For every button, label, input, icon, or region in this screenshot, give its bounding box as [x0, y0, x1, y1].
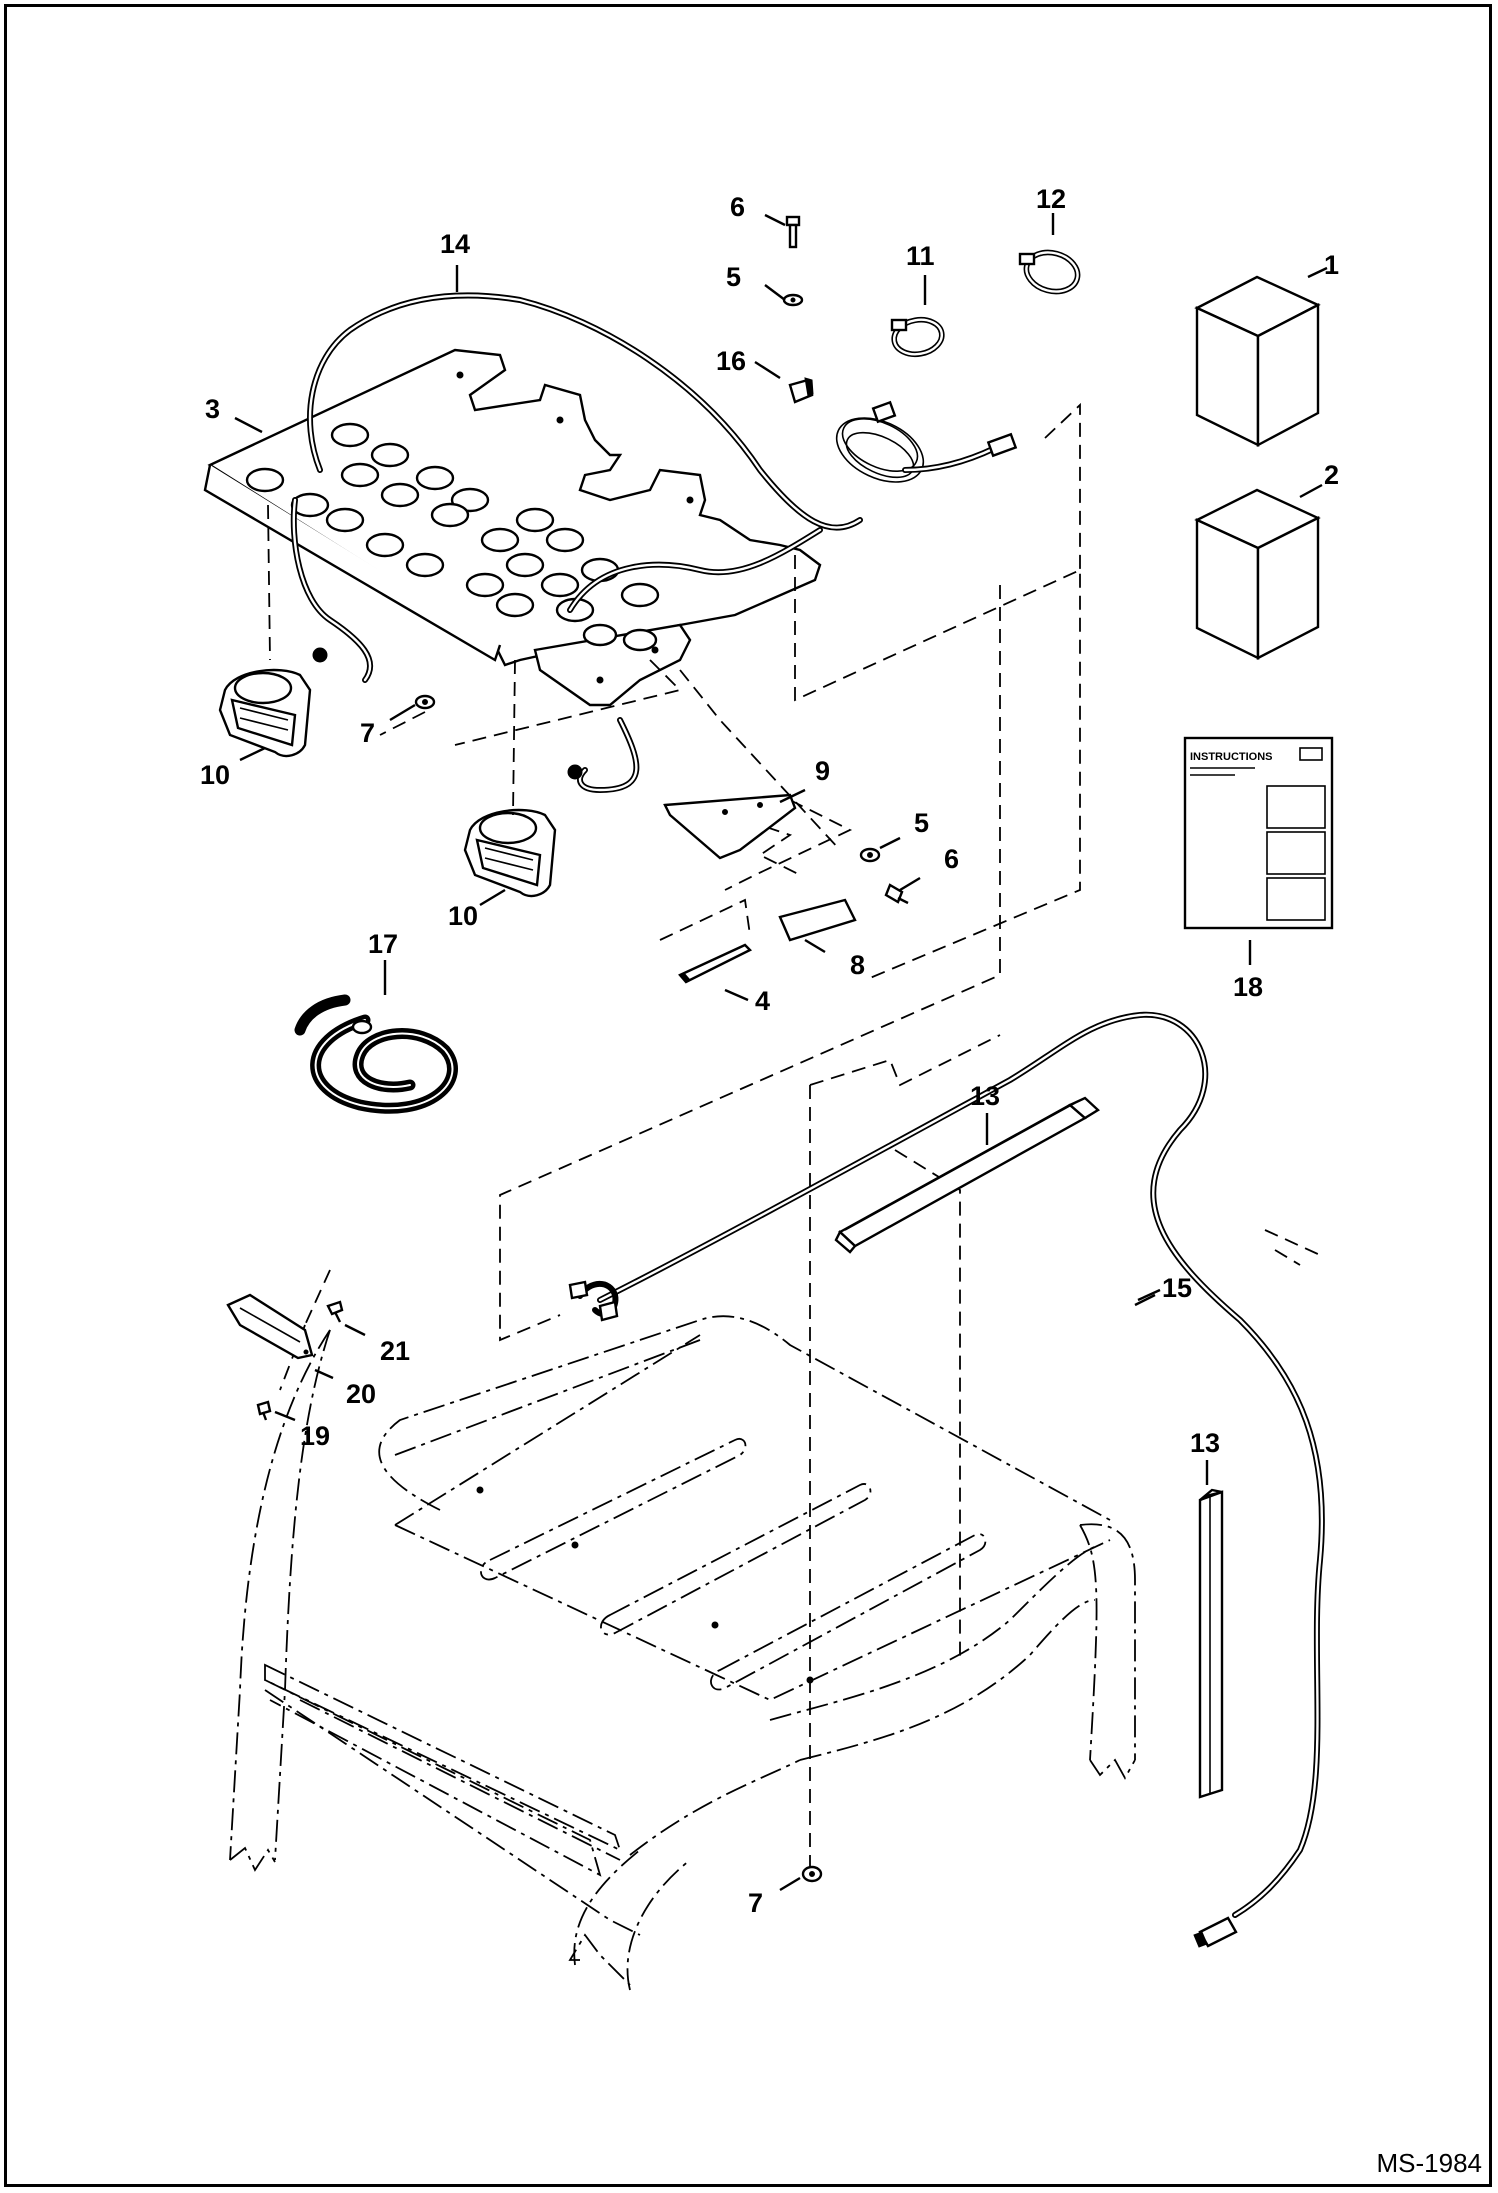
callout-18: 18: [1233, 972, 1263, 1002]
washer-5-right: [859, 847, 881, 863]
callout-6-right: 6: [944, 844, 959, 874]
callout-13-top: 13: [970, 1081, 1000, 1111]
work-light-10-left: [218, 647, 328, 758]
edge-trim-coil-17: [294, 994, 458, 1114]
callout-16: 16: [716, 346, 746, 376]
callout-5-top: 5: [726, 262, 741, 292]
callout-14: 14: [440, 229, 470, 259]
callout-20: 20: [346, 1379, 376, 1409]
callout-17: 17: [368, 929, 398, 959]
trim-strip-13-horizontal: [834, 1096, 1100, 1254]
callout-numbers: 1 2 3 4 5 5 6 6 7 7 8 9 10 10 11 12 13 1…: [200, 184, 1339, 1918]
decal-8: [778, 898, 857, 942]
callout-5-right: 5: [914, 808, 929, 838]
callout-10-right: 10: [448, 901, 478, 931]
clip-16: [788, 377, 814, 404]
callout-6-top: 6: [730, 192, 745, 222]
figure-id-label: MS-1984: [1376, 2148, 1483, 2178]
callout-4: 4: [755, 986, 770, 1016]
callout-12: 12: [1036, 184, 1066, 214]
nut-7-top: [414, 694, 436, 710]
callout-11: 11: [906, 241, 935, 271]
callout-9: 9: [815, 756, 830, 786]
callout-7-bottom: 7: [748, 1888, 763, 1918]
work-light-10-right: [463, 764, 583, 898]
carton-1: [1194, 275, 1321, 447]
cover-plate-20: [226, 1293, 314, 1360]
bolt-6-top: [785, 215, 801, 249]
trim-strip-4: [678, 943, 753, 984]
callout-13-right: 13: [1190, 1428, 1220, 1458]
screw-19: [256, 1400, 272, 1421]
rops-canopy-frame: [229, 1315, 1136, 1991]
diagram-border: [4, 4, 1492, 2187]
callout-leaders: [234, 213, 1328, 1892]
callout-19: 19: [300, 1421, 330, 1451]
callout-1: 1: [1324, 250, 1339, 280]
carton-2: [1194, 488, 1321, 660]
cable-tie-11: [890, 316, 945, 358]
trim-strip-13-vertical: [1198, 1488, 1224, 1799]
callout-15: 15: [1162, 1273, 1192, 1303]
callout-10-left: 10: [200, 760, 230, 790]
callout-7-top: 7: [360, 718, 375, 748]
callout-21: 21: [380, 1336, 410, 1366]
callout-8: 8: [850, 950, 865, 980]
bracket-9: [663, 793, 797, 860]
nut-7-bottom: [801, 1865, 823, 1883]
cable-tie-12: [1018, 249, 1081, 295]
wire-harness-14: [290, 292, 1018, 794]
bolt-6-right: [884, 883, 909, 905]
wire-harness-15: [568, 1011, 1325, 1948]
headliner-panel: [203, 348, 822, 707]
speaker-cutouts: [245, 422, 660, 652]
screw-21: [326, 1300, 344, 1323]
washer-5-top: [782, 293, 804, 307]
callout-3: 3: [205, 394, 220, 424]
instructions-sheet-18: INSTRUCTIONS: [1183, 736, 1334, 930]
callout-2: 2: [1324, 460, 1339, 490]
instructions-heading: INSTRUCTIONS: [1190, 751, 1273, 763]
